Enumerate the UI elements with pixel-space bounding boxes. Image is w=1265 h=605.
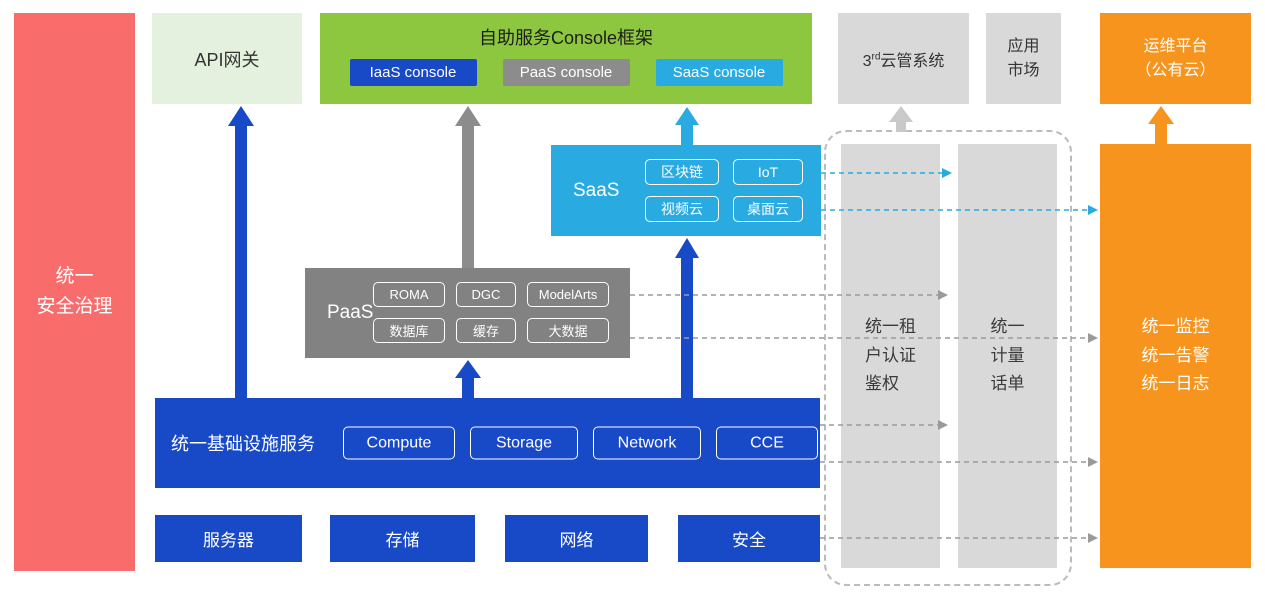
- security-governance-label: 统一 安全治理: [36, 265, 113, 317]
- paas-service-cache: 缓存: [456, 318, 516, 343]
- om-platform-label: 运维平台 （公有云）: [1135, 37, 1216, 79]
- hardware-storage-box: 存储: [330, 515, 475, 562]
- paas-service-roma: ROMA: [373, 282, 445, 307]
- saas-service-desktop-cloud: 桌面云: [733, 196, 803, 222]
- hardware-server-box: 服务器: [155, 515, 302, 562]
- monitoring-alert-log-label: 统一监控 统一告警 统一日志: [1141, 316, 1210, 394]
- arrow-paas-to-console: [455, 106, 481, 268]
- paas-service-bigdata: 大数据: [527, 318, 609, 343]
- arrow-infra-to-api-gateway: [228, 106, 254, 398]
- saas-console-box: SaaS console: [655, 59, 783, 86]
- security-governance-bar: 统一 安全治理: [14, 13, 135, 571]
- api-gateway-label: API网关: [194, 49, 260, 70]
- tenant-auth-label: 统一租 户认证 鉴权: [865, 316, 916, 394]
- paas-service-database: 数据库: [373, 318, 445, 343]
- hardware-network-box: 网络: [505, 515, 648, 562]
- infrastructure-layer-label: 统一基础设施服务: [171, 434, 315, 454]
- infrastructure-layer-box: 统一基础设施服务 Compute Storage Network CCE: [155, 398, 820, 488]
- console-framework-box: 自助服务Console框架 IaaS console PaaS console …: [320, 13, 812, 104]
- arrow-auth-to-third-cloud: [889, 106, 913, 132]
- app-market-label: 应用 市场: [1007, 37, 1040, 79]
- third-party-cloud-mgmt-box: 3rd云管系统: [838, 13, 969, 104]
- tenant-auth-bar: 统一租 户认证 鉴权: [841, 144, 940, 568]
- infra-service-compute: Compute: [343, 426, 455, 460]
- iaas-console-box: IaaS console: [349, 59, 477, 86]
- paas-layer-label: PaaS: [327, 302, 374, 323]
- om-platform-box: 运维平台 （公有云）: [1100, 13, 1251, 104]
- paas-service-dgc: DGC: [456, 282, 516, 307]
- saas-service-video-cloud: 视频云: [645, 196, 719, 222]
- saas-layer-box: SaaS 区块链 IoT 视频云 桌面云: [551, 145, 821, 236]
- saas-services: 区块链 IoT 视频云 桌面云: [645, 159, 803, 222]
- hardware-security-box: 安全: [678, 515, 820, 562]
- infra-service-network: Network: [593, 426, 701, 460]
- infra-service-storage: Storage: [470, 426, 578, 460]
- common-services-dashed-container: [824, 130, 1072, 586]
- saas-layer-label: SaaS: [573, 179, 620, 201]
- saas-service-iot: IoT: [733, 159, 803, 185]
- app-market-box: 应用 市场: [986, 13, 1061, 104]
- api-gateway-box: API网关: [152, 13, 302, 104]
- arrow-infra-to-saas: [675, 238, 699, 398]
- paas-console-box: PaaS console: [502, 59, 630, 86]
- saas-service-blockchain: 区块链: [645, 159, 719, 185]
- paas-layer-box: PaaS ROMA DGC ModelArts 数据库 缓存 大数据: [305, 268, 630, 358]
- third-party-cloud-mgmt-label: 3rd云管系统: [862, 51, 945, 70]
- console-framework-title: 自助服务Console框架: [478, 28, 654, 48]
- monitoring-alert-log-bar: 统一监控 统一告警 统一日志: [1100, 144, 1251, 568]
- paas-service-modelarts: ModelArts: [527, 282, 609, 307]
- paas-services: ROMA DGC ModelArts 数据库 缓存 大数据: [373, 282, 609, 343]
- arrow-monitor-to-om-platform: [1148, 106, 1174, 144]
- metering-billing-bar: 统一 计量 话单: [958, 144, 1057, 568]
- metering-billing-label: 统一 计量 话单: [990, 316, 1025, 394]
- arrow-saas-to-console: [675, 107, 699, 145]
- arrow-infra-to-paas: [455, 360, 481, 398]
- infra-service-cce: CCE: [716, 426, 818, 460]
- infrastructure-services: Compute Storage Network CCE: [343, 426, 818, 460]
- console-items: IaaS console PaaS console SaaS console: [349, 59, 783, 86]
